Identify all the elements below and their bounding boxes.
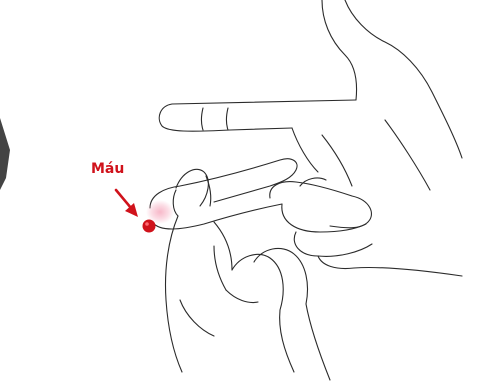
blood-label: Máu	[91, 160, 124, 178]
arrow-icon	[116, 190, 138, 217]
pointing-hand	[159, 0, 462, 190]
blood-drop-icon	[143, 220, 156, 233]
left-edge-object	[0, 118, 10, 190]
pricked-hand	[150, 159, 462, 380]
